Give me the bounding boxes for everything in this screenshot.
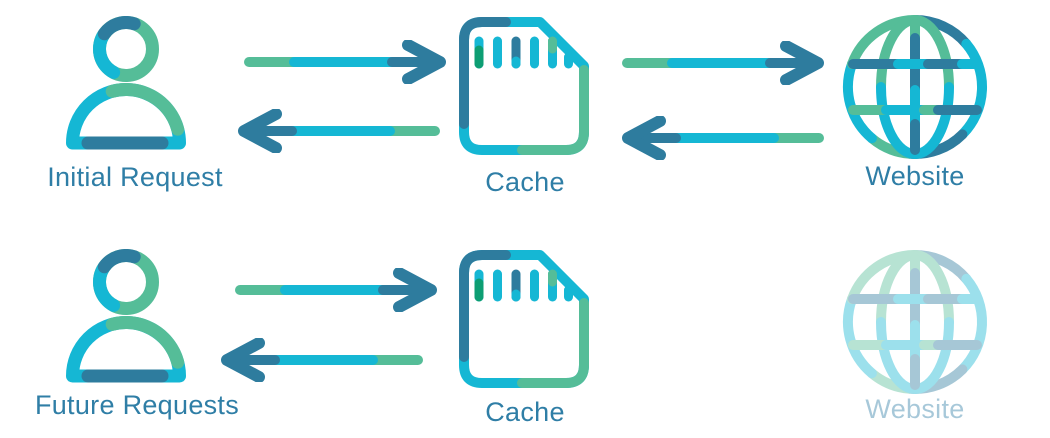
arrow-right-icon: [233, 268, 443, 312]
user-icon: [60, 249, 192, 389]
source-label: Initial Request: [47, 162, 223, 192]
cache-label: Cache: [485, 167, 565, 197]
website-label: Website: [865, 161, 965, 191]
source-label: Future Requests: [34, 390, 240, 420]
arrow-left-icon: [215, 338, 425, 382]
memory-card-icon: [458, 16, 590, 156]
arrow-right-icon: [242, 40, 452, 84]
cache-label: Cache: [485, 397, 565, 427]
website-label: Website: [865, 394, 965, 424]
globe-icon: [840, 12, 990, 162]
user-icon: [60, 16, 192, 156]
memory-card-icon: [458, 249, 590, 389]
arrow-right-icon: [620, 41, 830, 85]
globe-icon: [840, 247, 990, 397]
arrow-left-icon: [232, 109, 442, 153]
arrow-left-icon: [616, 116, 826, 160]
